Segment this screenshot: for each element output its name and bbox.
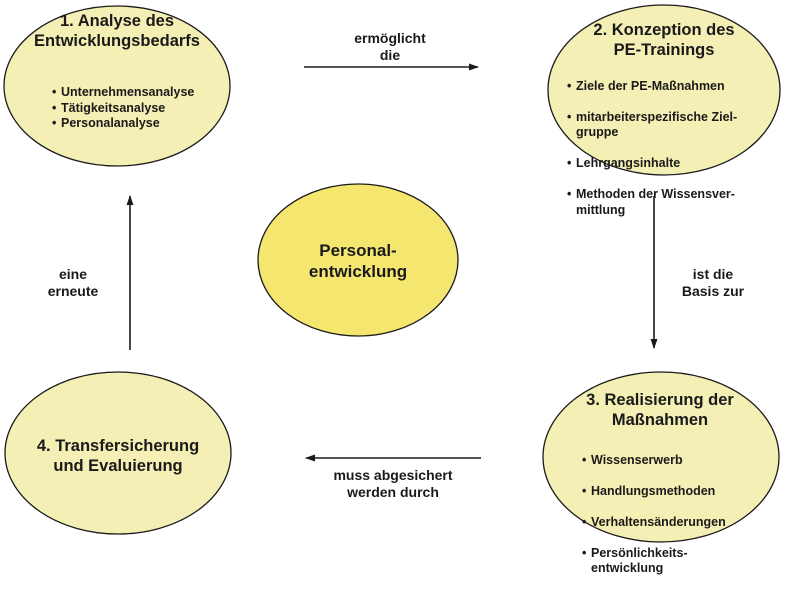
center-label: Personal- entwicklung: [298, 240, 418, 282]
node-analyse-title-line: 1. Analyse des: [59, 12, 175, 30]
node-realisierung-item: Wissenserwerb: [582, 453, 762, 469]
node-analyse-title-line: Entwicklungsbedarfs: [34, 32, 200, 50]
edge-label-line: eine: [58, 266, 87, 282]
node-analyse-title: 1. Analyse des Entwicklungsbedarfs: [17, 11, 217, 51]
edge-transfer-analyse-label: eine erneute: [28, 266, 118, 300]
node-konzeption-item: mitarbeiterspezifische Ziel- gruppe: [567, 110, 767, 141]
node-analyse-items: Unternehmensanalyse Tätigkeitsanalyse Pe…: [52, 85, 222, 132]
node-realisierung-title: 3. Realisierung der Maßnahmen: [560, 390, 760, 430]
edge-realisierung-transfer-label: muss abgesichert werden durch: [318, 467, 468, 501]
edge-label-line: ist die: [692, 266, 734, 282]
node-realisierung-item: Handlungsmethoden: [582, 484, 762, 500]
edge-konzeption-realisierung-label: ist die Basis zur: [663, 266, 763, 300]
node-konzeption-item: Methoden der Wissensver- mittlung: [567, 187, 767, 218]
node-konzeption-title-line: 2. Konzeption des: [593, 21, 735, 39]
node-transfer-title-line: und Evaluierung: [53, 457, 183, 475]
edge-label-line: muss abgesichert: [333, 467, 453, 483]
node-analyse-item: Unternehmensanalyse: [52, 85, 222, 101]
node-realisierung-title-line: 3. Realisierung der: [586, 391, 734, 409]
center-ellipse: [257, 183, 459, 337]
node-konzeption-title-line: PE-Trainings: [613, 41, 715, 59]
node-konzeption-item: Ziele der PE-Maßnahmen: [567, 79, 767, 95]
node-konzeption-items: Ziele der PE-Maßnahmen mitarbeiterspezif…: [567, 63, 767, 234]
edge-label-line: die: [379, 47, 401, 63]
edge-analyse-konzeption-label: ermöglicht die: [330, 30, 450, 64]
center-label-line: entwicklung: [308, 262, 408, 281]
node-realisierung-items: Wissenserwerb Handlungsmethoden Verhalte…: [582, 437, 762, 592]
center-label-line: Personal-: [319, 241, 397, 260]
node-realisierung-title-line: Maßnahmen: [611, 411, 709, 429]
edge-label-line: werden durch: [347, 484, 439, 500]
edge-label-line: erneute: [47, 283, 99, 299]
node-realisierung-item: Persönlichkeits- entwicklung: [582, 546, 762, 577]
edge-label-line: ermöglicht: [354, 30, 426, 46]
node-analyse-item: Personalanalyse: [52, 116, 222, 132]
node-realisierung-item: Verhaltensänderungen: [582, 515, 762, 531]
diagram-canvas: 1. Analyse des Entwicklungsbedarfs Unter…: [0, 0, 785, 545]
node-analyse-item: Tätigkeitsanalyse: [52, 101, 222, 117]
node-transfer-title: 4. Transfersicherung und Evaluierung: [18, 436, 218, 476]
node-konzeption-title: 2. Konzeption des PE-Trainings: [564, 20, 764, 60]
node-transfer-ellipse: [4, 371, 232, 535]
node-konzeption-item: Lehrgangsinhalte: [567, 156, 767, 172]
edge-label-line: Basis zur: [681, 283, 745, 299]
node-transfer-title-line: 4. Transfersicherung: [36, 437, 200, 455]
